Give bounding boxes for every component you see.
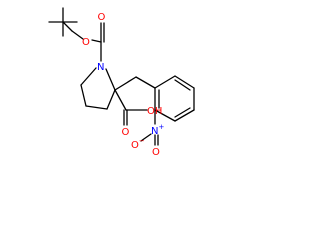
bond <box>80 84 87 107</box>
nitro-group <box>140 109 159 146</box>
bond-o-carbonyl <box>91 39 102 43</box>
bond <box>174 75 195 89</box>
atom-label-o: O <box>152 147 160 158</box>
bond-ch2-aryl <box>135 76 156 89</box>
bond <box>174 109 195 122</box>
aromatic-inner-bond <box>174 107 191 118</box>
atom-label-n: N <box>97 62 104 73</box>
structure-canvas: O O N OH O N+ O− O <box>0 0 222 162</box>
bond <box>80 67 97 86</box>
benzene-ring <box>154 75 195 122</box>
bond <box>85 105 108 110</box>
tert-butyl-group <box>48 7 78 37</box>
bond <box>154 75 176 89</box>
atom-label-o: O− <box>131 137 145 151</box>
aromatic-inner-bond <box>174 79 191 91</box>
bond-tbu-o <box>71 30 84 40</box>
atom-label-o: O <box>98 12 106 23</box>
bond <box>140 133 152 142</box>
molecule-drawing: O O N OH O N+ O− O <box>48 7 195 158</box>
bond-alpha-ch2 <box>114 76 137 91</box>
bond <box>154 109 176 122</box>
atom-label-oh: OH <box>147 106 162 117</box>
atom-label-o: O <box>82 37 90 48</box>
bond <box>62 21 73 32</box>
bond <box>105 68 116 91</box>
atom-label-o: O <box>122 127 130 138</box>
pyrrolidine-ring <box>80 67 116 110</box>
carboxylic-acid <box>114 89 148 126</box>
bond <box>106 89 116 110</box>
atom-label-n: N+ <box>151 123 164 137</box>
bond <box>114 89 127 111</box>
